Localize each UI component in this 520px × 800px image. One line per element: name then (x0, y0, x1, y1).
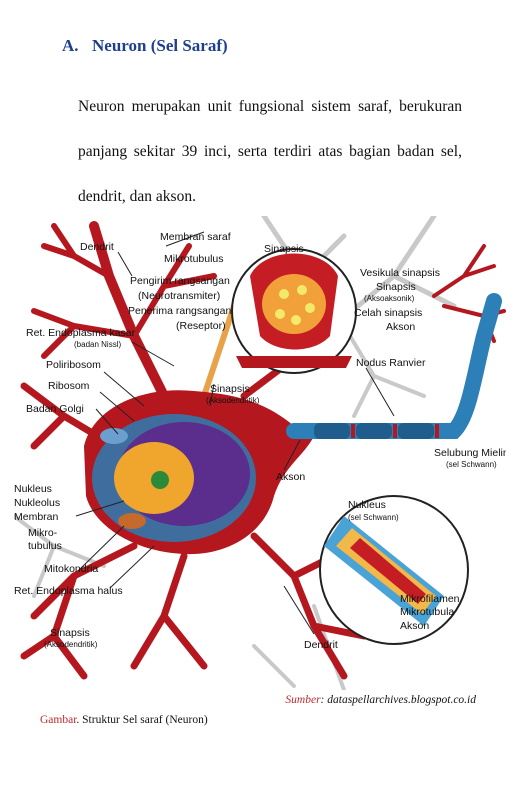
figure-caption: Gambar. Struktur Sel saraf (Neuron) (40, 714, 208, 726)
source-url: : dataspellarchives.blogspot.co.id (320, 694, 476, 706)
label-akson-mid: Akson (276, 471, 305, 483)
label-nukleus: Nukleus (14, 483, 52, 495)
myelin-inset (319, 495, 469, 645)
label-mikrotubulus: Mikrotubulus (164, 253, 224, 265)
label-nukleolus: Nukleolus (14, 497, 60, 509)
label-mikrofilamen: Mikrofilamen (400, 593, 460, 605)
label-aksoaksonik: (Aksoaksonik) (364, 294, 415, 303)
label-tubulus: tubulus (28, 540, 62, 552)
myelin-sheath (314, 423, 434, 439)
label-ret-endoplasma-halus: Ret. Endoplasma halus (14, 585, 123, 597)
label-aksodendritik: (Aksodendritik) (206, 396, 260, 405)
label-ret-endoplasma-kasar: Ret. Endoplasma kasar (26, 327, 136, 339)
neuron-diagram: Dendrit Membran saraf Mikrotubulus Pengi… (14, 216, 506, 690)
section-number: A. (62, 36, 79, 55)
label-dendrit: Dendrit (80, 241, 114, 253)
source-keyword: Sumber (285, 694, 321, 706)
label-sel-schwann: (sel Schwann) (446, 460, 497, 469)
label-celah-sinapsis: Celah sinapsis (354, 307, 422, 319)
label-aksodendritik-bottom: (Aksodendritik) (44, 640, 98, 649)
label-nodus-ranvier: Nodus Ranvier (356, 357, 426, 369)
label-sinapsis-mid: Sinapsis (210, 383, 250, 395)
label-ribosom: Ribosom (48, 380, 90, 392)
label-reseptor: (Reseptor) (176, 320, 226, 332)
label-neurotransmiter: (Neurotransmiter) (138, 290, 220, 302)
body-paragraph: Neuron merupakan unit fungsional sistem … (78, 98, 462, 205)
label-badan-nissl: (badan Nissl) (74, 340, 121, 349)
synapse-inset (231, 248, 357, 374)
label-badan-golgi: Badan Golgi (26, 403, 84, 415)
label-dendrit-bottom: Dendrit (304, 639, 338, 651)
nucleolus-shape (151, 471, 169, 489)
label-pengirim-rangsangan: Pengirim rangsangan (130, 275, 230, 287)
neuron-illustration: Dendrit Membran saraf Mikrotubulus Pengi… (14, 216, 506, 690)
label-sinapsis-top: Sinapsis (264, 243, 304, 255)
label-akson-inset: Akson (400, 620, 429, 632)
image-source: Sumber: dataspellarchives.blogspot.co.id (285, 694, 476, 706)
label-sinapsis-bottom: Sinapsis (50, 627, 90, 639)
label-akson-right: Akson (386, 321, 415, 333)
label-membran: Membran (14, 511, 59, 523)
label-selubung-mielin: Selubung Mielin (434, 447, 506, 459)
label-penerima-rangsangan: Penerima rangsangan (128, 305, 231, 317)
golgi-shape (100, 428, 128, 444)
label-mikro: Mikro- (28, 527, 58, 539)
caption-keyword: Gambar (40, 714, 77, 726)
mitochondria-shape (118, 513, 146, 529)
label-mikrotubula: Mikrotubula (400, 606, 454, 618)
label-sinapsis-right: Sinapsis (376, 281, 416, 293)
dendrites (20, 221, 506, 680)
caption-text: . Struktur Sel saraf (Neuron) (76, 714, 208, 726)
nodes-of-ranvier (351, 424, 439, 438)
label-leader-lines (75, 231, 395, 635)
label-nukleus-inset: Nukleus (348, 499, 386, 511)
axon (286, 293, 502, 439)
section-heading: A. Neuron (Sel Saraf) (62, 36, 228, 56)
label-membran-saraf: Membran saraf (160, 231, 231, 243)
label-poliribosom: Poliribosom (46, 359, 101, 371)
label-sel-schwann-inset: (sel Schwann) (348, 513, 399, 522)
label-mitokondria: Mitokondria (44, 563, 98, 575)
section-title: Neuron (Sel Saraf) (92, 36, 228, 55)
label-vesikula-sinapsis: Vesikula sinapsis (360, 267, 440, 279)
